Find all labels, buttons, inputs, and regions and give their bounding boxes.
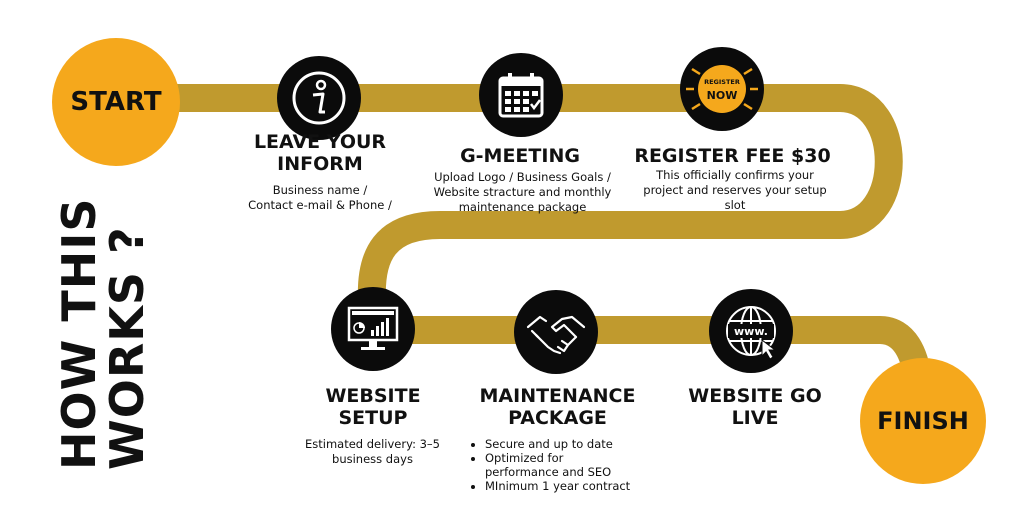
step-register-desc: This officially confirms your project an… (643, 168, 827, 212)
step-website-setup-title: WEBSITE SETUP (325, 385, 421, 429)
svg-text:www.: www. (734, 325, 768, 338)
step-maintenance-bullets: Secure and up to date Optimized for perf… (471, 437, 640, 493)
step-leave-info-node (277, 56, 361, 140)
step-website-setup-desc: Estimated delivery: 3–5 business days (304, 437, 440, 466)
info-icon (292, 71, 346, 125)
step-gmeeting-node (479, 53, 563, 137)
step-register-title: REGISTER FEE $30 (634, 145, 831, 167)
step-maintenance-title: MAINTENANCE PACKAGE (479, 385, 636, 429)
list-item: Optimized for performance and SEO (485, 451, 640, 479)
calendar-icon (498, 73, 544, 118)
svg-text:NOW: NOW (707, 89, 738, 102)
step-maintenance-node (514, 290, 598, 374)
register-now-icon: REGISTER NOW (686, 65, 758, 113)
step-gmeeting-desc: Upload Logo / Business Goals / Website s… (433, 170, 612, 214)
start-circle: START (52, 38, 180, 166)
finish-circle: FINISH (860, 358, 986, 484)
www-globe-icon: www. (726, 306, 777, 360)
step-website-setup-node (331, 287, 415, 371)
step-leave-info-desc: Business name / Contact e-mail & Phone / (248, 183, 392, 212)
step-register-node: REGISTER NOW (680, 47, 764, 131)
svg-text:REGISTER: REGISTER (704, 78, 740, 86)
handshake-icon (526, 315, 586, 355)
step-go-live-title: WEBSITE GO LIVE (688, 385, 822, 429)
list-item: MInimum 1 year contract (485, 479, 640, 493)
monitor-analytics-icon (347, 306, 399, 350)
step-gmeeting-title: G-MEETING (460, 145, 580, 167)
step-leave-info-title: LEAVE YOUR INFORM (253, 131, 387, 175)
step-go-live-node: www. (709, 289, 793, 373)
list-item: Secure and up to date (485, 437, 640, 451)
